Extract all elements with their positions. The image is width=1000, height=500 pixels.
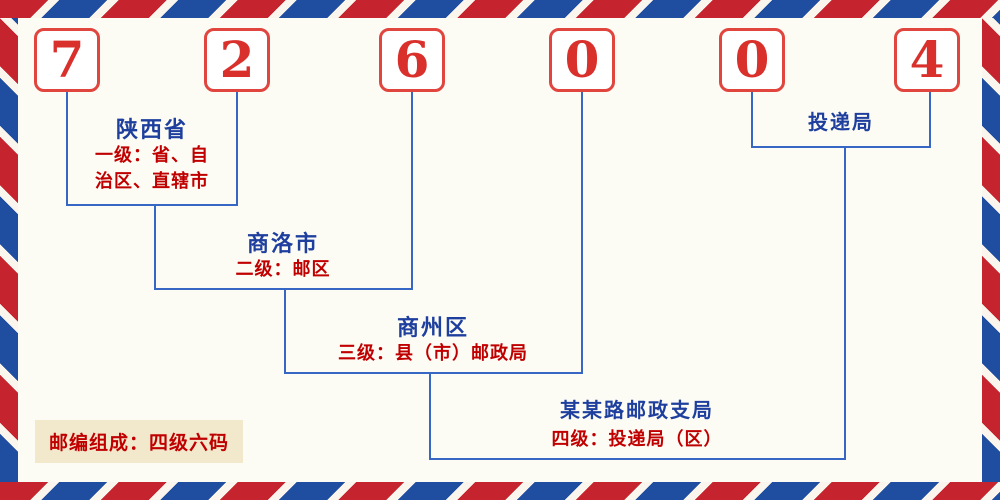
digit-box-1: 7	[34, 28, 100, 92]
connector-level2-left	[154, 204, 156, 290]
postcode-composition-badge: 邮编组成：四级六码	[35, 420, 244, 463]
level3-region-name: 商州区	[396, 315, 469, 340]
level3-description: 三级：县（市）邮政局	[338, 343, 528, 363]
delivery-office-label: 投递局	[808, 112, 874, 134]
level1-description-line2: 治区、直辖市	[95, 171, 209, 191]
connector-delivery-bottom	[751, 146, 931, 148]
level1-region-name: 陕西省	[115, 117, 188, 142]
connector-level2-right	[411, 92, 413, 290]
level1-description: 一级：省、自 治区、直辖市	[52, 142, 252, 194]
connector-level4-right	[844, 146, 846, 460]
level1-description-line1: 一级：省、自	[95, 145, 209, 165]
connector-level1-right	[236, 92, 238, 206]
digit-3: 6	[394, 30, 430, 89]
connector-level4-bottom	[429, 458, 846, 460]
airmail-border-bottom	[0, 482, 1000, 500]
connector-level2-bottom	[154, 288, 413, 290]
level4-description: 四级：投递局（区）	[551, 429, 723, 449]
digit-box-3: 6	[379, 28, 445, 92]
airmail-border-left	[0, 18, 18, 482]
digit-5: 0	[734, 30, 770, 89]
digit-2: 2	[219, 30, 255, 89]
digit-box-2: 2	[204, 28, 270, 92]
level2-description: 二级：邮区	[235, 259, 331, 279]
digit-4: 0	[564, 30, 600, 89]
connector-delivery-left	[751, 92, 753, 148]
connector-delivery-right	[929, 92, 931, 148]
digit-box-6: 4	[894, 28, 960, 92]
connector-level3-right	[581, 92, 583, 374]
digit-6: 4	[909, 30, 945, 89]
airmail-border-right	[982, 18, 1000, 482]
digit-box-5: 0	[719, 28, 785, 92]
connector-level4-left	[429, 372, 431, 460]
connector-level1-left	[66, 92, 68, 206]
level4-branch-name: 某某路邮政支局	[560, 400, 714, 422]
connector-level3-bottom	[284, 372, 583, 374]
digit-1: 7	[49, 30, 85, 89]
connector-level3-left	[284, 288, 286, 374]
level2-region-name: 商洛市	[246, 231, 319, 256]
digit-box-4: 0	[549, 28, 615, 92]
connector-level1-bottom	[66, 204, 238, 206]
airmail-border-top	[0, 0, 1000, 18]
